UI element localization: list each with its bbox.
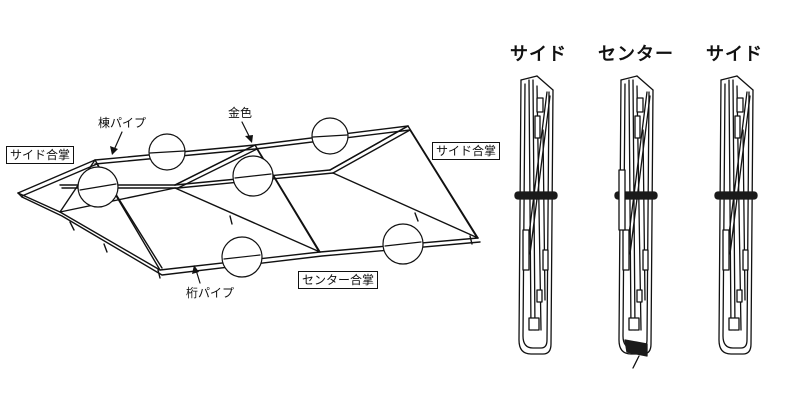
folded-unit-center (614, 75, 658, 369)
girder-pipe-label: 桁パイプ (186, 286, 235, 300)
folded-header-center: センター (598, 44, 674, 65)
gold-label: 金色 (228, 106, 253, 120)
center-gassho-label: センター合掌 (298, 271, 379, 289)
folded-unit-side-left (514, 75, 558, 355)
folded-units (514, 75, 758, 369)
side-gassho-left-label: サイド合掌 (6, 146, 75, 164)
folded-header-side-right: サイド (706, 44, 763, 65)
folded-header-side-left: サイド (510, 44, 567, 65)
folded-unit-side-right (714, 75, 758, 355)
side-gassho-right-label: サイド合掌 (432, 142, 501, 160)
ridge-pipe-label: 棟パイプ (98, 116, 147, 130)
leader-arrows (110, 121, 253, 284)
